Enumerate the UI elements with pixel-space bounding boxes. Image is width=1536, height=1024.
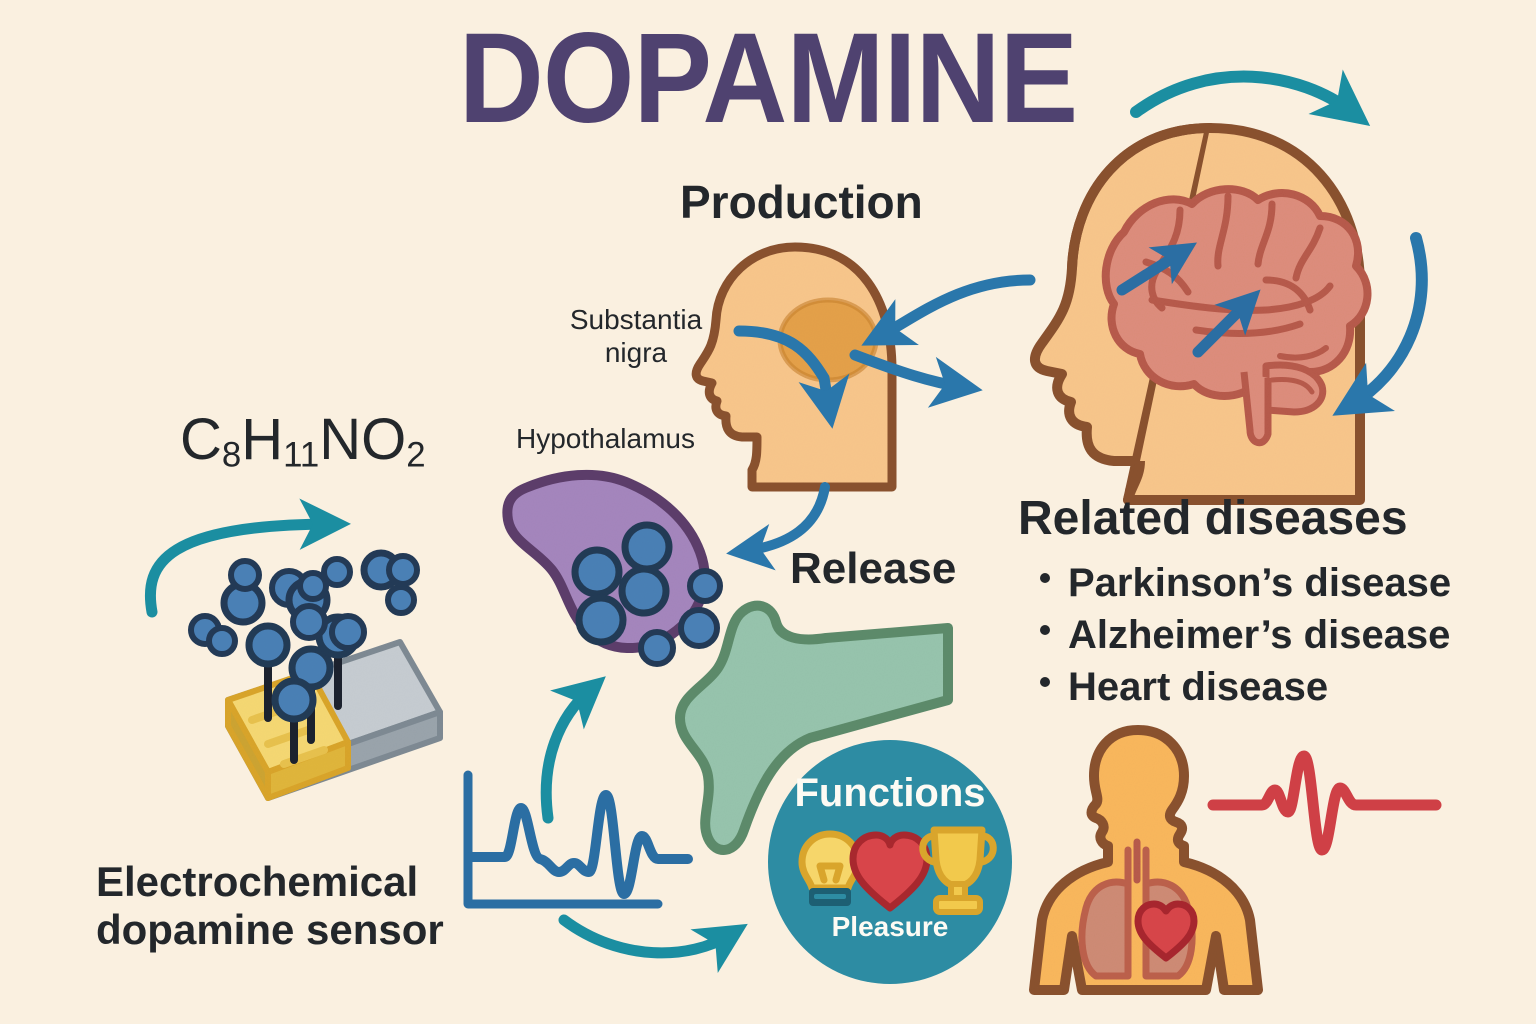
dopamine-molecules bbox=[188, 549, 420, 657]
production-heading: Production bbox=[680, 176, 923, 228]
released-vesicles bbox=[638, 568, 723, 667]
formula-n: N bbox=[319, 407, 362, 472]
sensor-caption: Electrochemical dopamine sensor bbox=[96, 858, 444, 953]
brain-cycle-arrow-right bbox=[1332, 232, 1428, 416]
electrochemical-sensor bbox=[225, 613, 443, 801]
related-diseases-heading: Related diseases bbox=[1018, 492, 1408, 545]
presynaptic-terminal bbox=[502, 469, 710, 653]
voltammogram-chart bbox=[463, 770, 693, 909]
head-to-synapse-arrow bbox=[726, 482, 830, 571]
formula-o: O bbox=[361, 407, 407, 472]
bullet-icon bbox=[1040, 677, 1050, 688]
formula-o-subscript: 2 bbox=[406, 435, 426, 475]
hypothalamus-label: Hypothalamus bbox=[516, 423, 695, 454]
disease-list-item: Parkinson’s disease bbox=[1040, 562, 1451, 604]
chemical-formula: C8H11NO2 bbox=[180, 407, 426, 475]
disease-label: Heart disease bbox=[1068, 665, 1329, 709]
disease-list-item: Heart disease bbox=[1040, 666, 1328, 708]
ecg-trace bbox=[1207, 750, 1442, 856]
postsynaptic-dendrite bbox=[675, 600, 953, 855]
torso-illustration bbox=[1029, 725, 1263, 995]
formula-h-subscript: 11 bbox=[283, 435, 320, 475]
formula-c: C bbox=[180, 407, 222, 472]
page-title: DOPAMINE bbox=[458, 7, 1078, 150]
lightbulb-icon bbox=[798, 830, 862, 906]
brain-cycle-arrows bbox=[1130, 69, 1371, 126]
release-label: Release bbox=[790, 544, 957, 593]
production-arrows bbox=[733, 274, 1036, 429]
bullet-icon bbox=[1040, 625, 1050, 636]
formula-to-molecules-arrow bbox=[144, 498, 351, 618]
substantia-nigra-label: Substantia nigra bbox=[569, 304, 703, 369]
functions-heading: Functions bbox=[794, 771, 986, 815]
pleasure-caption: Pleasure bbox=[831, 911, 949, 942]
formula-h: H bbox=[241, 407, 284, 472]
brain-input-arrows bbox=[1116, 242, 1261, 358]
cycle-arrows-bottom bbox=[540, 676, 748, 973]
disease-list-item: Alzheimer’s disease bbox=[1040, 614, 1450, 656]
disease-label: Parkinson’s disease bbox=[1068, 561, 1452, 605]
bullet-icon bbox=[1040, 573, 1050, 584]
disease-label: Alzheimer’s disease bbox=[1068, 613, 1451, 657]
formula-c-subscript: 8 bbox=[221, 435, 242, 475]
trophy-icon bbox=[919, 826, 997, 915]
